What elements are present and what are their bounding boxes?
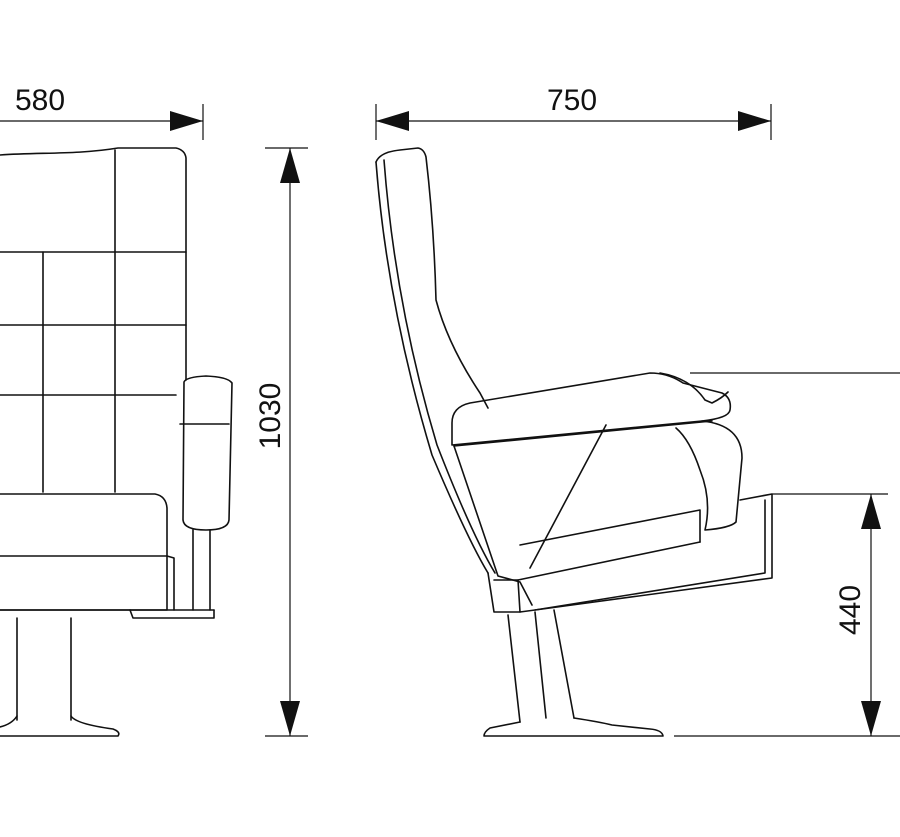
dimension-label-1030: 1030 — [254, 383, 287, 450]
front-view — [0, 147, 233, 737]
front-seat-foot-plate — [129, 609, 215, 619]
side-seat-hinge — [659, 372, 729, 404]
dimension-arrowhead — [280, 148, 300, 183]
dimension-arrowhead — [861, 494, 881, 529]
side-view — [375, 147, 773, 737]
front-armrest — [182, 375, 233, 531]
dimension-side-depth: 750 — [375, 84, 772, 140]
side-panel-diagonal — [529, 424, 607, 569]
dimension-arrowhead — [170, 111, 203, 131]
side-backrest-front — [375, 147, 489, 409]
side-panel — [517, 493, 773, 613]
dimension-arrowhead — [861, 701, 881, 736]
side-backrest-inner — [383, 159, 496, 574]
side-panel-inner — [519, 499, 766, 611]
side-seat-cushion — [451, 372, 732, 446]
side-panel-join — [487, 572, 521, 613]
dimension-label-580: 580 — [15, 84, 65, 117]
side-seat-panel — [453, 420, 713, 447]
front-backrest-outline — [0, 147, 187, 381]
side-seat-hinge-outer — [675, 420, 743, 531]
dimension-label-750: 750 — [547, 84, 597, 117]
side-seat-lower-arc — [453, 445, 533, 606]
side-backrest-rear — [375, 161, 489, 574]
side-leg-base — [483, 717, 664, 737]
front-seat-cushion — [0, 493, 168, 611]
dimension-total-height: 1030 — [254, 147, 308, 737]
dimension-arrowhead — [280, 701, 300, 736]
side-leg — [507, 609, 575, 723]
dimension-arrowhead — [738, 111, 771, 131]
dimension-arrowhead — [376, 111, 409, 131]
dimension-label-440: 440 — [834, 585, 867, 635]
front-seat-side — [166, 555, 175, 611]
dimension-seat-height: 440 — [674, 372, 900, 737]
dimension-front-width: 580 — [0, 84, 204, 140]
front-pedestal-flare — [0, 715, 120, 737]
